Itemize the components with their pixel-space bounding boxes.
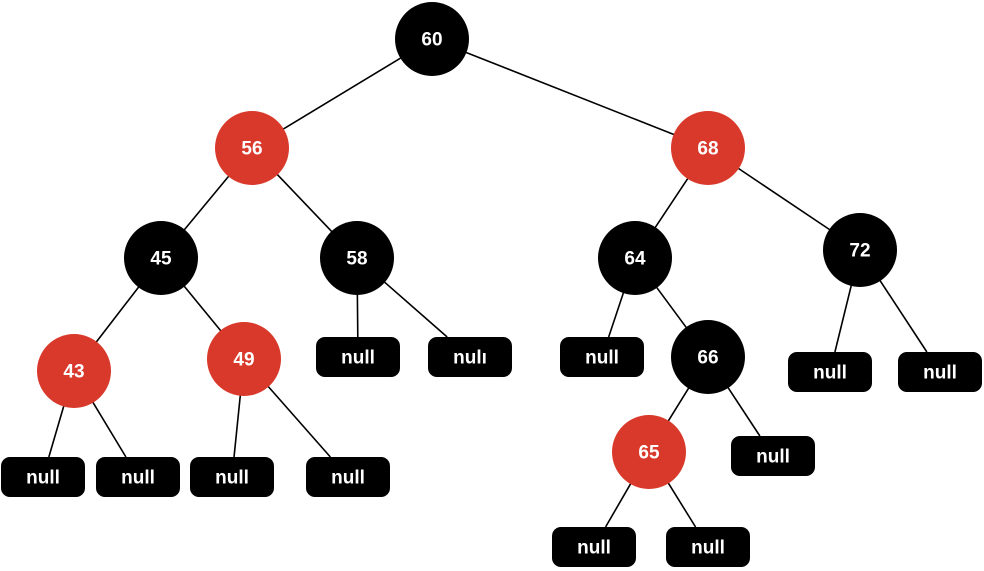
node-value: 56 bbox=[241, 139, 262, 160]
null-leaf-box bbox=[96, 457, 180, 497]
tree-nodes: 60 56 68 45 58 64 72 43 49 66 65 bbox=[37, 2, 897, 489]
null-leaf-label: null bbox=[331, 468, 365, 489]
null-leaf-box bbox=[731, 436, 815, 476]
tree-node-72: 72 bbox=[823, 213, 897, 287]
node-value: 64 bbox=[624, 249, 646, 270]
tree-edge-n45-n49 bbox=[182, 284, 223, 333]
null-leaf: nulı bbox=[428, 337, 512, 377]
tree-edge-n66-null12 bbox=[726, 385, 761, 437]
tree-edge-n58-null10 bbox=[382, 280, 448, 338]
black-node-circle bbox=[598, 221, 672, 295]
black-node-circle bbox=[671, 320, 745, 394]
null-leaf-box bbox=[306, 457, 390, 497]
node-value: 43 bbox=[63, 362, 84, 383]
black-node-circle bbox=[395, 2, 469, 76]
null-leaf-label: null bbox=[691, 538, 725, 559]
node-value: 49 bbox=[233, 350, 254, 371]
null-leaves: null null null null null null null null null nulı… bbox=[1, 337, 982, 567]
node-value: 65 bbox=[638, 443, 660, 464]
null-leaf-box bbox=[316, 337, 400, 377]
null-leaf-box bbox=[666, 527, 750, 567]
null-leaf: null bbox=[306, 457, 390, 497]
tree-edge-n43-null1 bbox=[48, 404, 65, 458]
tree-node-58: 58 bbox=[320, 221, 394, 295]
null-leaf: null bbox=[96, 457, 180, 497]
tree-edge-n60-n68 bbox=[464, 51, 676, 136]
null-leaf-label: null bbox=[923, 363, 957, 384]
null-leaf: null bbox=[190, 457, 274, 497]
node-value: 45 bbox=[150, 249, 172, 270]
null-leaf: null bbox=[552, 527, 636, 567]
null-leaf-box bbox=[788, 352, 872, 392]
red-node-circle bbox=[612, 415, 686, 489]
tree-edge-n68-n64 bbox=[653, 176, 690, 230]
tree-edge-n65-null8 bbox=[666, 481, 697, 528]
null-leaf-label: nulı bbox=[453, 348, 487, 369]
tree-edge-n49-null4 bbox=[266, 384, 331, 458]
tree-edge-n65-null7 bbox=[604, 481, 633, 528]
null-leaf-label: null bbox=[215, 468, 249, 489]
tree-edge-n64-n66 bbox=[655, 285, 688, 330]
red-node-circle bbox=[215, 111, 289, 185]
node-value: 72 bbox=[849, 241, 870, 262]
red-node-circle bbox=[37, 334, 111, 408]
tree-node-49: 49 bbox=[207, 322, 281, 396]
tree-edge-n43-null2 bbox=[91, 400, 127, 458]
tree-edges bbox=[48, 51, 928, 528]
null-leaf: null bbox=[731, 436, 815, 476]
null-leaf-box bbox=[552, 527, 636, 567]
null-leaf-box bbox=[560, 337, 644, 377]
null-leaf-box bbox=[1, 457, 85, 497]
null-leaf-label: null bbox=[341, 348, 375, 369]
node-value: 66 bbox=[697, 348, 718, 369]
null-leaf: null bbox=[1, 457, 85, 497]
null-leaf: null bbox=[666, 527, 750, 567]
null-leaf-label: null bbox=[585, 348, 619, 369]
null-leaf-label: null bbox=[813, 363, 847, 384]
black-node-circle bbox=[823, 213, 897, 287]
null-leaf-box bbox=[898, 352, 982, 392]
tree-node-45: 45 bbox=[124, 221, 198, 295]
tree-edge-n66-n65 bbox=[666, 386, 691, 423]
null-leaf-box bbox=[428, 337, 512, 377]
node-value: 58 bbox=[346, 249, 367, 270]
tree-edge-n72-null5 bbox=[834, 283, 853, 353]
tree-edge-n72-null6 bbox=[878, 278, 928, 353]
null-leaf: null bbox=[788, 352, 872, 392]
tree-edge-n56-n58 bbox=[275, 172, 334, 234]
tree-edge-n56-n45 bbox=[182, 174, 231, 232]
tree-node-65: 65 bbox=[612, 415, 686, 489]
tree-node-68: 68 bbox=[671, 111, 745, 185]
tree-node-66: 66 bbox=[671, 320, 745, 394]
null-leaf-label: null bbox=[26, 468, 60, 489]
tree-node-64: 64 bbox=[598, 221, 672, 295]
tree-edge-n68-n72 bbox=[736, 166, 832, 232]
tree-edge-n45-n43 bbox=[94, 285, 141, 344]
tree-node-56: 56 bbox=[215, 111, 289, 185]
null-leaf-box bbox=[190, 457, 274, 497]
red-node-circle bbox=[207, 322, 281, 396]
black-node-circle bbox=[124, 221, 198, 295]
tree-edge-n64-null11 bbox=[607, 290, 625, 338]
null-leaf-label: null bbox=[121, 468, 155, 489]
node-value: 68 bbox=[697, 139, 718, 160]
tree-edge-n49-null3 bbox=[233, 393, 242, 458]
red-node-circle bbox=[671, 111, 745, 185]
tree-node-43: 43 bbox=[37, 334, 111, 408]
black-node-circle bbox=[320, 221, 394, 295]
null-leaf: null bbox=[898, 352, 982, 392]
null-leaf-label: null bbox=[577, 538, 611, 559]
null-leaf: null bbox=[560, 337, 644, 377]
tree-edge-n60-n56 bbox=[281, 56, 403, 131]
tree-node-60: 60 bbox=[395, 2, 469, 76]
node-value: 60 bbox=[421, 30, 442, 51]
null-leaf: null bbox=[316, 337, 400, 377]
null-leaf-label: null bbox=[756, 447, 790, 468]
